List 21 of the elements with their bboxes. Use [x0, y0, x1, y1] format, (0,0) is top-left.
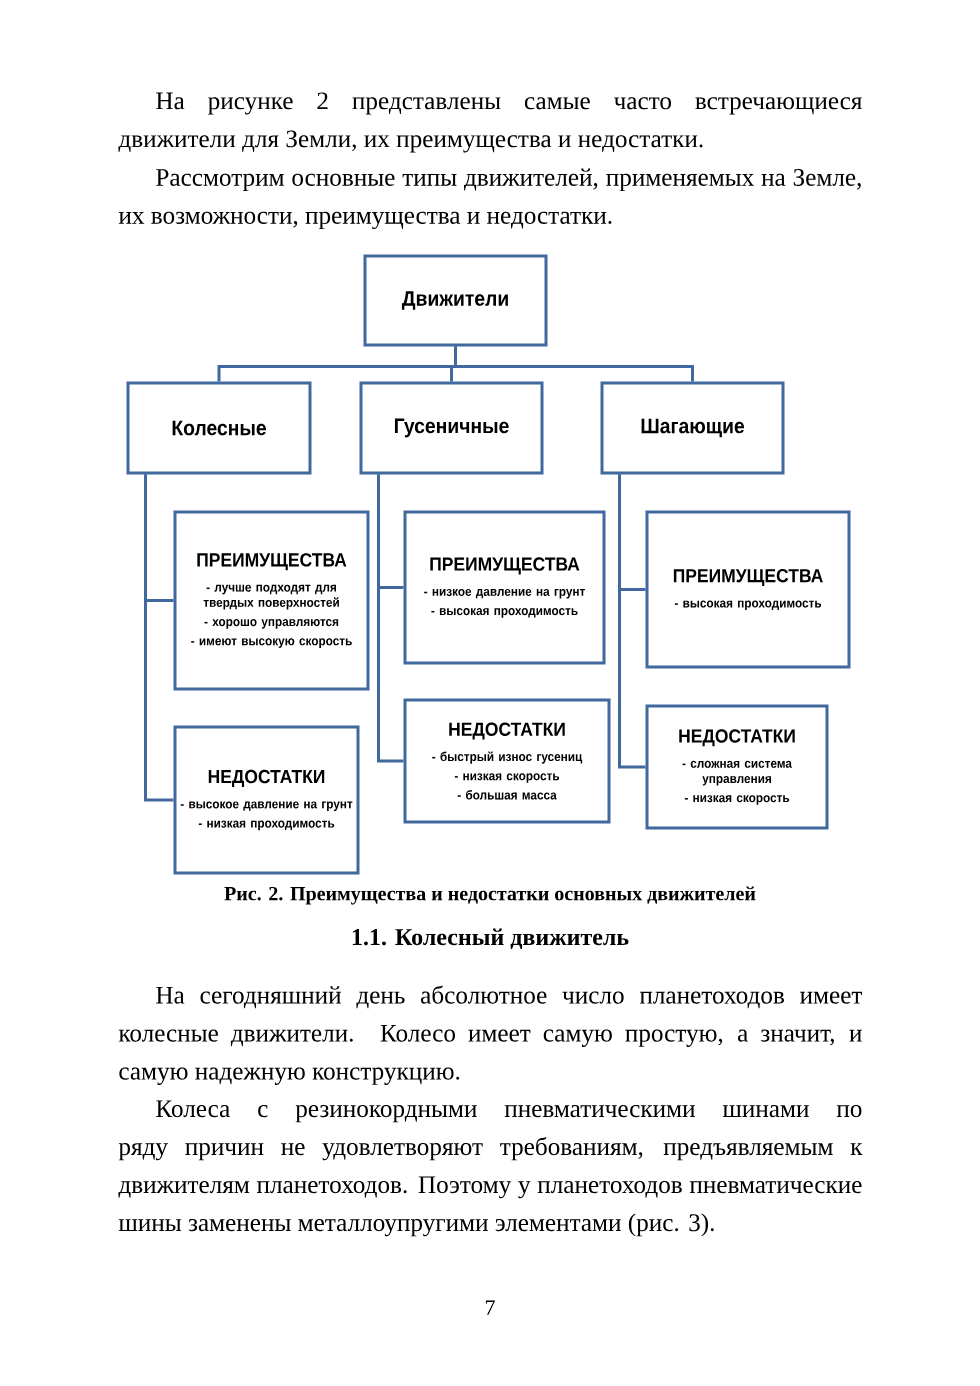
disadvantages-box: НЕДОСТАТКИ - сложная система управления - низкая скорость	[645, 704, 829, 830]
paragraph: Колеса с резинокордными пневматическими шинами по ряду причин не удовлетворяют требованиям, предъявляемым к движителям планетоходов. Поэтому у планетоходов пневматические шины заменены металлоупругими элементами (рис. 3).	[118, 1100, 863, 1237]
paragraph: На рисунке 2 представлены самые часто встречающиеся движители для Земли, их преимущества и недостатки.	[118, 92, 862, 153]
root-box: Движители	[363, 254, 548, 347]
paragraph: На сегодняшний день абсолютное число планетоходов имеет колесные движители. Колесо имеет самую простую, а значит, и самую надежную конструкцию.	[118, 985, 863, 1085]
section-heading: 1.1. Колесный движитель	[352, 928, 629, 950]
disadvantages-box: НЕДОСТАТКИ - быстрый износ гусениц - низкая скорость - большая масса	[403, 698, 611, 824]
connector-line	[618, 474, 646, 769]
advantages-box: ПРЕИМУЩЕСТВА - высокая проходимость	[645, 510, 851, 669]
figure-caption: Рис. 2. Преимущества и недостатки основных движителей	[224, 886, 756, 905]
advantages-box: ПРЕИМУЩЕСТВА - низкое давление на грунт - высокая проходимость	[403, 510, 606, 665]
category-box: Колесные	[126, 381, 312, 475]
connector-line	[377, 474, 404, 763]
connector-line	[144, 474, 174, 802]
disadvantages-box: НЕДОСТАТКИ - высокое давление на грунт - низкая проходимость	[173, 725, 360, 875]
connector-line	[454, 346, 694, 382]
category-box: Шагающие	[600, 381, 785, 475]
page-number: 7	[485, 1300, 495, 1315]
paragraph: Рассмотрим основные типы движителей, применяемых на Земле, их возможности, преимущества и недостатки.	[118, 168, 861, 230]
category-box: Гусеничные	[359, 381, 544, 475]
advantages-box: ПРЕИМУЩЕСТВА - лучше подходят для твердых поверхностей - хорошо управляются - имеют высокую скорость	[173, 510, 370, 691]
